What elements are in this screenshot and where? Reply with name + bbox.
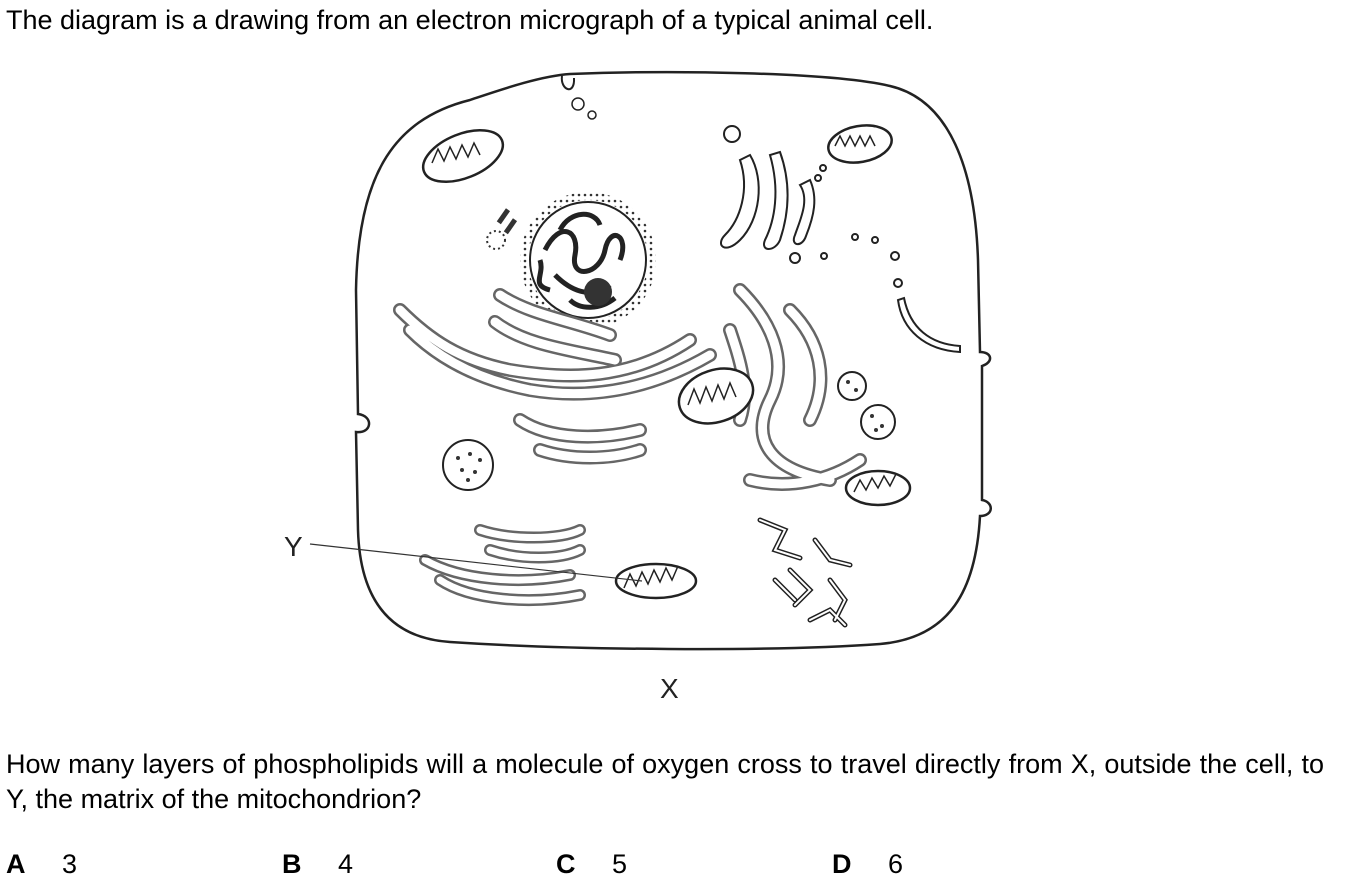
option-letter: A [6, 849, 26, 879]
cell-membrane [354, 70, 992, 651]
intro-text: The diagram is a drawing from an electro… [6, 5, 934, 35]
cell-diagram: Y X [270, 60, 1030, 720]
option-letter: B [282, 849, 302, 879]
label-x: X [660, 673, 679, 704]
option-letter: C [556, 849, 576, 879]
option-value: 3 [62, 849, 78, 879]
nucleus [520, 192, 656, 328]
rough-er [393, 288, 717, 465]
option-value: 4 [338, 849, 354, 879]
option-value: 6 [888, 849, 904, 879]
option-value: 5 [612, 849, 628, 879]
option-letter: D [832, 849, 852, 879]
label-y: Y [284, 531, 303, 562]
question-text: How many layers of phospholipids will a … [6, 749, 1324, 814]
